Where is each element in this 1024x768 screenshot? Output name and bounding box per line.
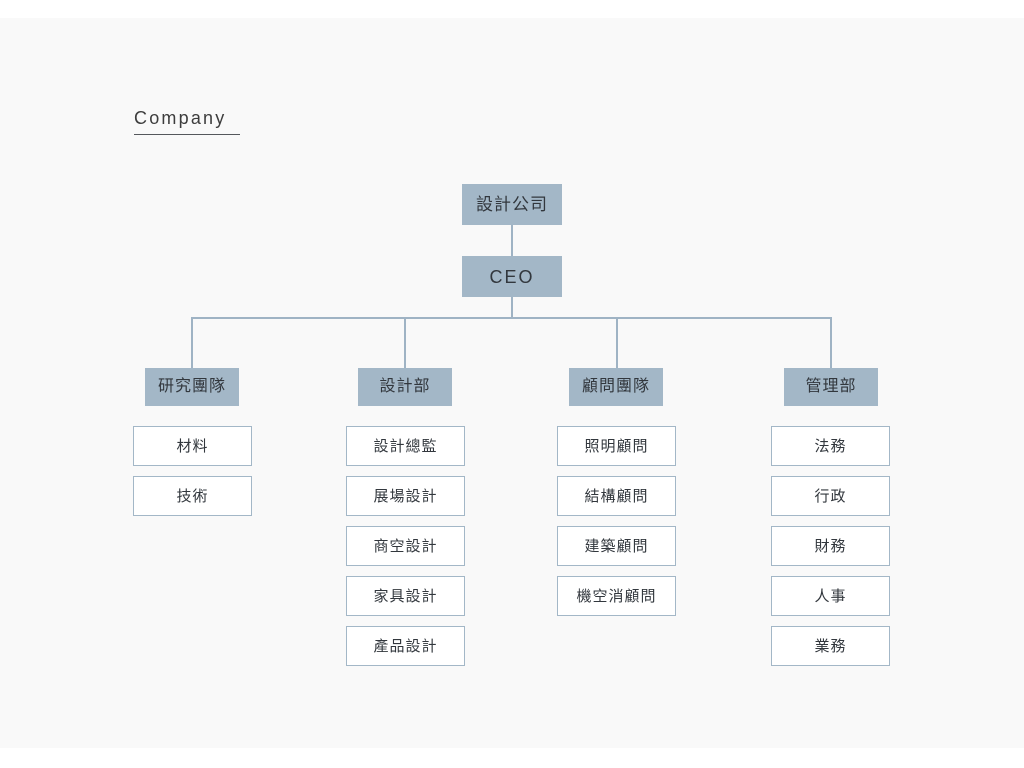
org-node-dept-3-item-2[interactable]: 結構顧問 [557,476,676,516]
org-node-dept-4-item-3[interactable]: 財務 [771,526,890,566]
org-node-dept-3-item-1[interactable]: 照明顧問 [557,426,676,466]
org-node-dept-3[interactable]: 顧問團隊 [569,368,663,406]
connector-drop-col-3 [616,317,618,368]
org-node-dept-2-item-2[interactable]: 展場設計 [346,476,465,516]
org-node-dept-2-item-1[interactable]: 設計總監 [346,426,465,466]
connector-drop-col-1 [191,317,193,368]
page-title-block: Company [134,106,242,135]
connector-ceo-to-bus [511,297,513,319]
org-node-dept-1-item-1[interactable]: 材料 [133,426,252,466]
org-node-dept-3-item-3[interactable]: 建築顧問 [557,526,676,566]
org-node-dept-2-item-5[interactable]: 產品設計 [346,626,465,666]
org-node-dept-1[interactable]: 研究團隊 [145,368,239,406]
title-underline [134,134,240,135]
org-node-dept-4-item-2[interactable]: 行政 [771,476,890,516]
org-node-dept-2-item-3[interactable]: 商空設計 [346,526,465,566]
org-node-dept-4[interactable]: 管理部 [784,368,878,406]
org-node-ceo[interactable]: CEO [462,256,562,297]
org-node-root[interactable]: 設計公司 [462,184,562,225]
org-node-dept-4-item-4[interactable]: 人事 [771,576,890,616]
org-node-dept-2-item-4[interactable]: 家具設計 [346,576,465,616]
connector-horizontal-bus [191,317,832,319]
org-node-dept-1-item-2[interactable]: 技術 [133,476,252,516]
connector-drop-col-4 [830,317,832,368]
org-node-dept-2[interactable]: 設計部 [358,368,452,406]
org-node-dept-4-item-1[interactable]: 法務 [771,426,890,466]
connector-root-to-ceo [511,225,513,256]
connector-drop-col-2 [404,317,406,368]
org-node-dept-4-item-5[interactable]: 業務 [771,626,890,666]
org-node-dept-3-item-4[interactable]: 機空消顧問 [557,576,676,616]
slide-canvas: Company 設計公司 CEO 研究團隊 材料 技術 設計部 設計總監 展場設… [0,18,1024,748]
page-title: Company [134,108,227,128]
